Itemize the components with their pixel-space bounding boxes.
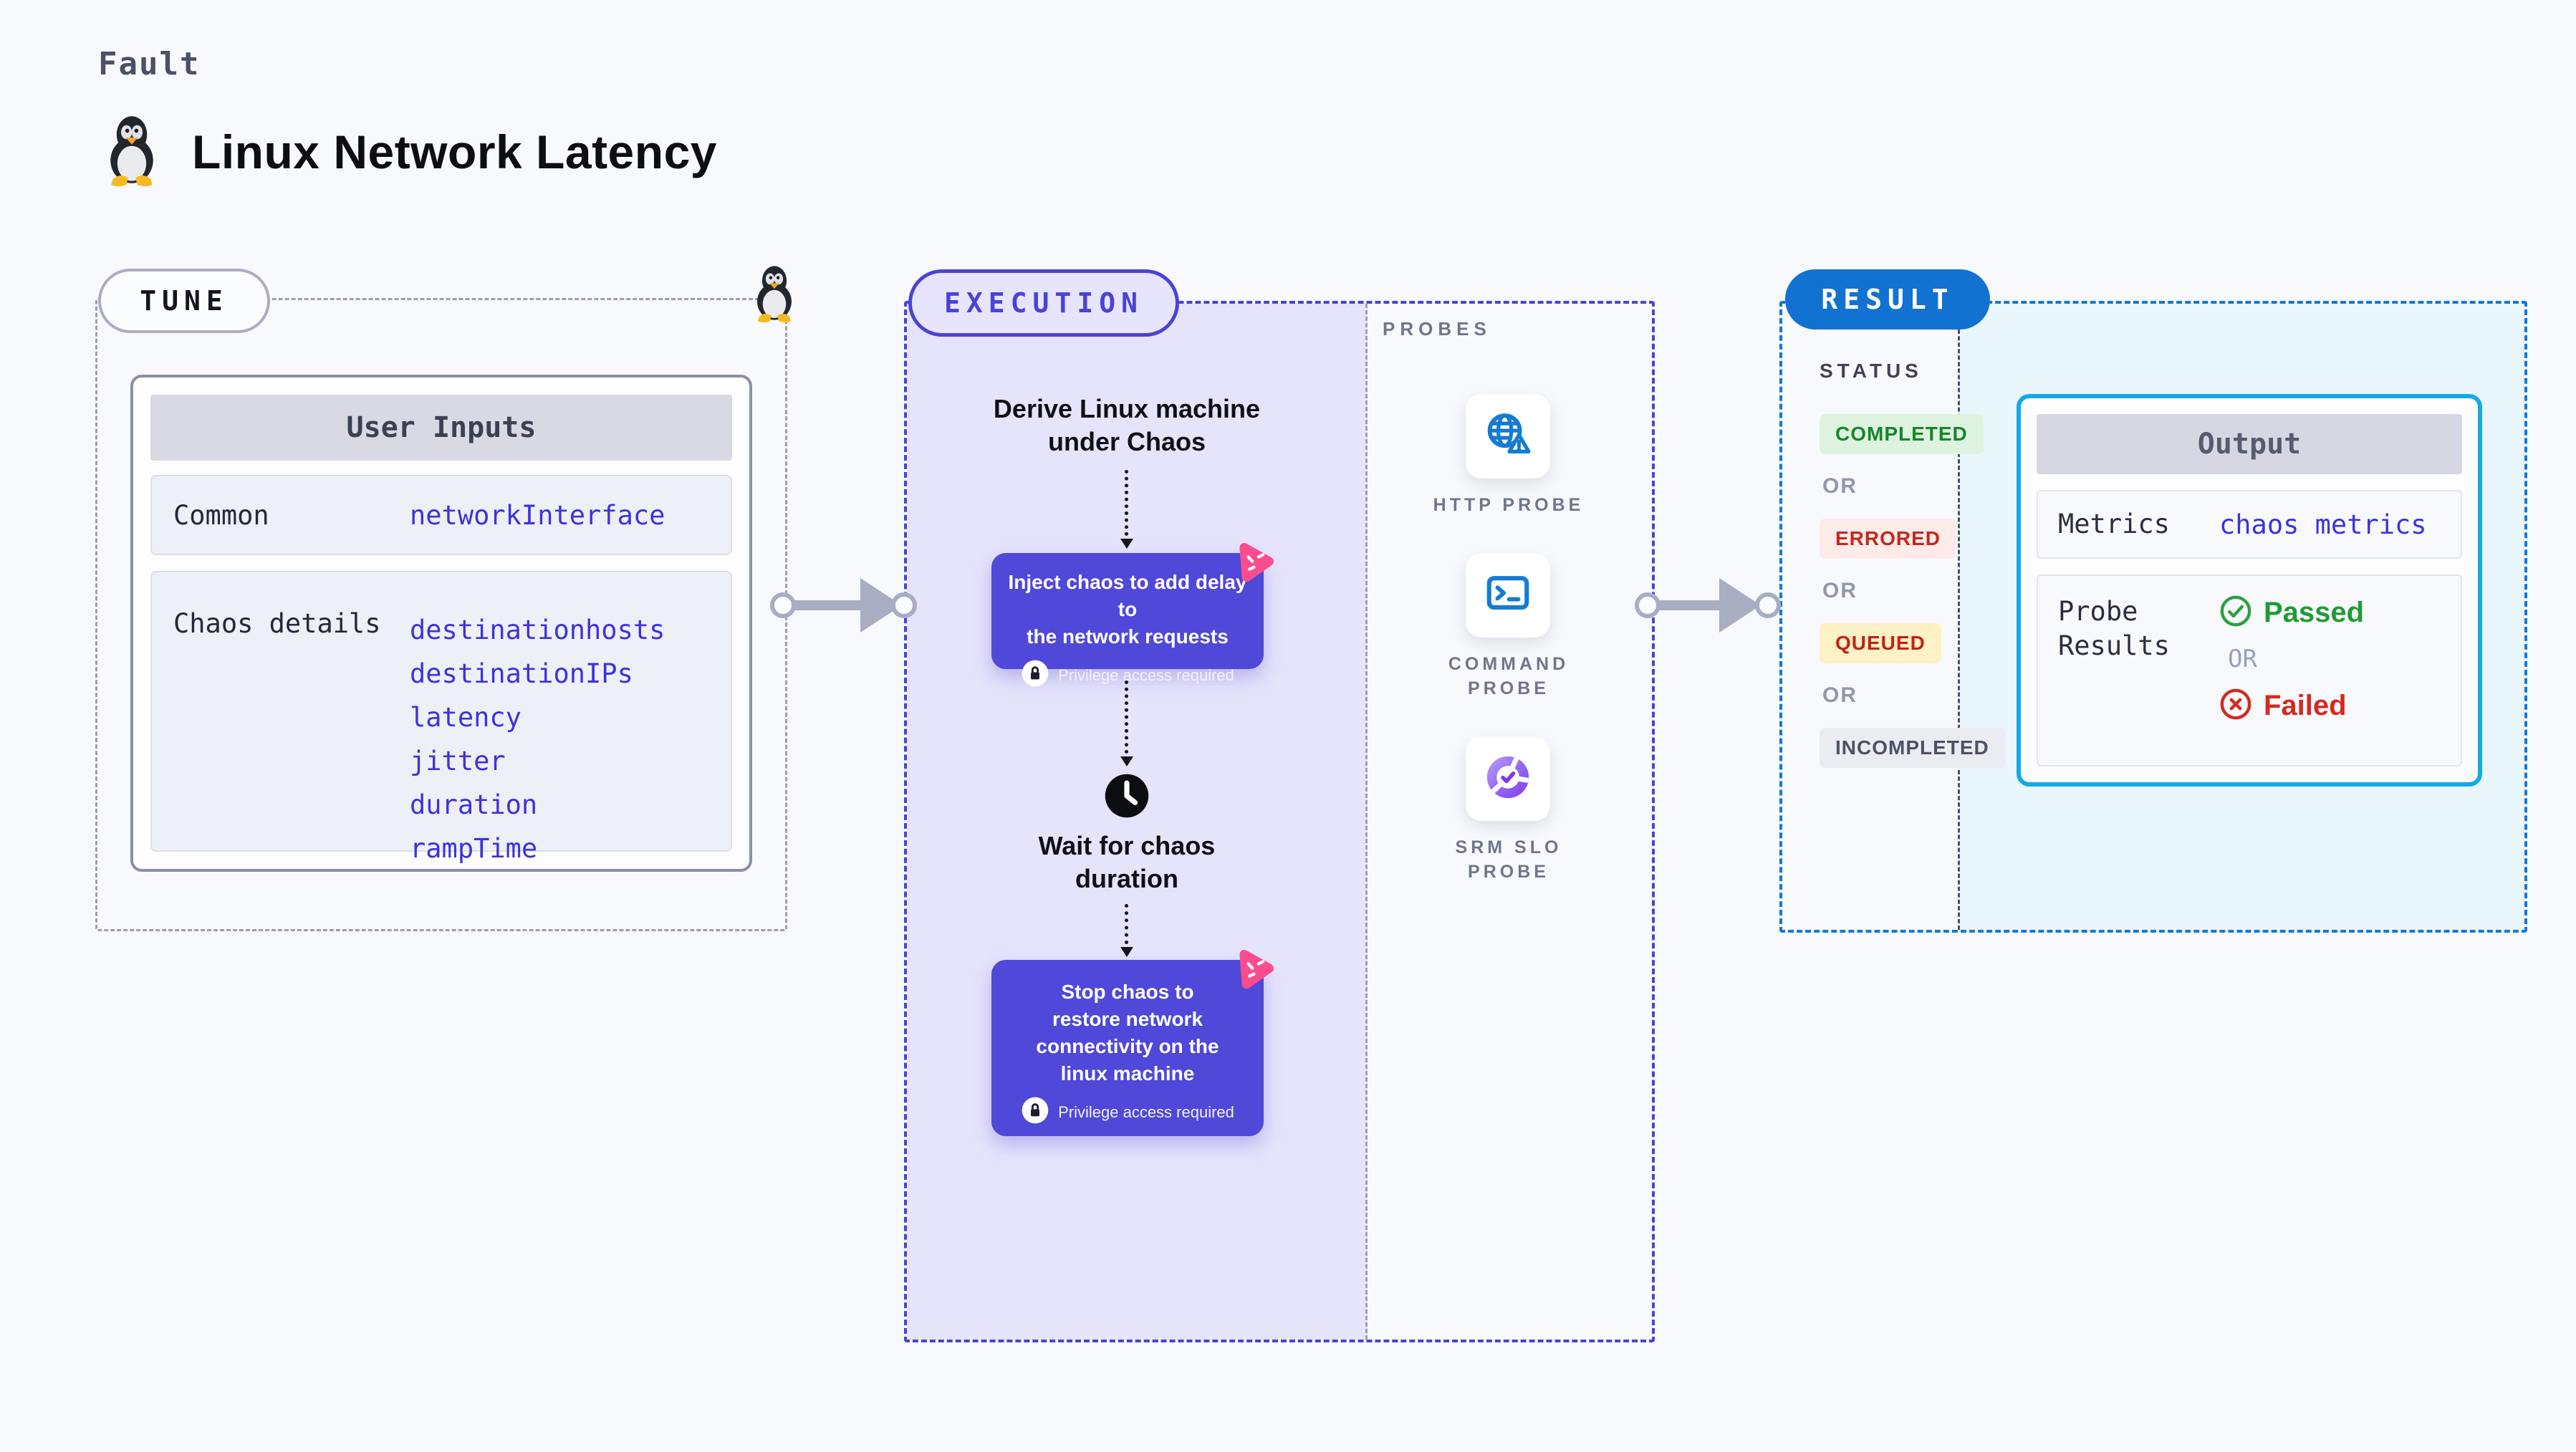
row-value: duration (410, 789, 538, 820)
dotted-connector (1125, 904, 1128, 944)
failed-label: Failed (2264, 689, 2347, 721)
stop-step-text: Stop chaos to restore network connectivi… (1036, 981, 1219, 1085)
slo-donut-icon (1483, 752, 1533, 806)
dotted-connector-arrow (1120, 756, 1133, 766)
failed-line: Failed (2219, 688, 2461, 723)
output-panel: Output Metrics chaos metrics Probe Resul… (2017, 394, 2482, 787)
metrics-value: chaos metrics (2219, 509, 2427, 540)
passed-label: Passed (2264, 596, 2365, 628)
dotted-connector (1125, 470, 1128, 536)
execution-flow-area (907, 304, 1368, 1340)
wait-step-text: Wait for chaos duration (1038, 831, 1216, 893)
row-value: jitter (410, 746, 506, 777)
row-value: destinationhosts (410, 615, 665, 645)
arrow-right-icon (1656, 600, 1719, 610)
dotted-connector-arrow (1120, 539, 1133, 549)
derive-step-text: Derive Linux machine under Chaos (993, 394, 1261, 456)
probe-label: SRM SLO PROBE (1455, 837, 1562, 882)
status-badge-queued: QUEUED (1820, 623, 1941, 663)
probe-label: HTTP PROBE (1433, 495, 1585, 515)
arrow-right-icon (792, 600, 860, 610)
privilege-label: Privilege access required (1058, 1102, 1234, 1121)
dotted-connector-arrow (1120, 947, 1133, 957)
execution-pill: EXECUTION (908, 269, 1179, 337)
status-badge-completed: COMPLETED (1820, 414, 1984, 454)
or-separator: OR (2228, 645, 2257, 673)
command-probe-card (1466, 553, 1550, 638)
srm-slo-probe-card (1466, 736, 1550, 821)
chaos-logo-icon (1231, 540, 1275, 588)
result-pill: RESULT (1785, 269, 1990, 330)
status-badge-incompleted: INCOMPLETED (1820, 728, 2005, 768)
inject-step-text: Inject chaos to add delay to the network… (1008, 571, 1247, 648)
execution-section-box (904, 301, 1655, 1342)
http-probe-card (1466, 394, 1550, 479)
connector-endpoint (1755, 592, 1781, 618)
row-values: destinationhosts destinationIPs latency … (410, 608, 731, 870)
row-value: rampTime (410, 833, 538, 864)
terminal-icon (1483, 569, 1533, 622)
tune-pill: TUNE (98, 269, 270, 333)
status-heading: STATUS (1820, 360, 1923, 382)
row-value: networkInterface (410, 499, 665, 531)
dotted-connector (1125, 681, 1128, 754)
inject-chaos-node: Inject chaos to add delay to the network… (991, 543, 1274, 687)
row-label: Common (173, 499, 269, 531)
probe-results-label: Probe Results (2058, 596, 2170, 661)
row-value: latency (410, 702, 522, 733)
user-inputs-card: User Inputs Common networkInterface Chao… (130, 375, 752, 872)
check-circle-icon (2219, 595, 2252, 630)
table-row: Common networkInterface (150, 475, 732, 555)
x-circle-icon (2219, 688, 2252, 723)
connector-endpoint (891, 592, 917, 618)
table-row: Chaos details destinationhosts destinati… (150, 571, 732, 864)
lock-icon (1021, 659, 1049, 691)
or-separator: OR (1822, 474, 1857, 498)
output-header: Output (2037, 414, 2462, 474)
clock-icon (1103, 772, 1150, 823)
probe-results-row: Probe Results Passed OR (2037, 574, 2462, 766)
row-value: destinationIPs (410, 658, 633, 689)
tux-penguin-small-icon (749, 264, 799, 326)
fault-kind-label: Fault (98, 46, 201, 82)
title-row: Linux Network Latency (100, 113, 717, 190)
probe-results-values: Passed OR Failed (2219, 595, 2461, 723)
connector-endpoint (770, 592, 796, 618)
row-label: Chaos details (173, 608, 381, 639)
metrics-label: Metrics (2058, 509, 2170, 539)
privilege-label: Privilege access required (1058, 665, 1234, 684)
or-separator: OR (1822, 579, 1857, 602)
chaos-logo-icon (1231, 947, 1275, 995)
or-separator: OR (1822, 683, 1857, 707)
metrics-row: Metrics chaos metrics (2037, 490, 2462, 559)
globe-alert-icon (1483, 410, 1533, 463)
tux-penguin-icon (100, 113, 163, 190)
stop-chaos-node: Stop chaos to restore network connectivi… (991, 950, 1274, 1136)
probe-label: COMMAND PROBE (1448, 654, 1570, 698)
user-inputs-header: User Inputs (150, 395, 732, 461)
lock-icon (1021, 1096, 1049, 1128)
passed-line: Passed (2219, 595, 2461, 630)
status-badge-errored: ERRORED (1820, 519, 1957, 559)
arrow-head-icon (1719, 578, 1761, 633)
connector-endpoint (1635, 592, 1661, 618)
page-title: Linux Network Latency (192, 125, 717, 178)
probes-section-label: PROBES (1383, 318, 1491, 340)
